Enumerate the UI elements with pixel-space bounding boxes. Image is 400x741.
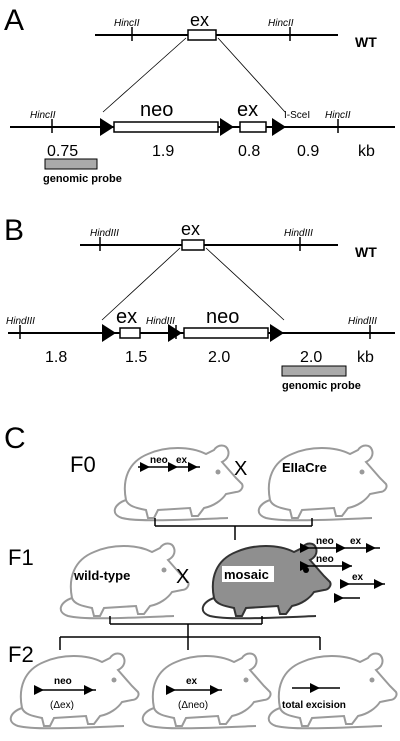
site-label-a2: HincII: [268, 18, 294, 29]
allele-1-ex: ex: [350, 536, 362, 547]
f0-cre: EIIaCre: [282, 460, 327, 475]
unit-b: kb: [357, 349, 374, 366]
neo-box-a: [113, 121, 219, 133]
probe-bar-a: [44, 158, 98, 170]
site-label-a1: HincII: [114, 18, 140, 29]
exon-box-wt-a: [187, 29, 217, 41]
neo-box-b: [183, 327, 269, 339]
mouse-f2-3: [267, 652, 398, 730]
allele-2-neo: neo: [316, 554, 334, 565]
unit-a: kb: [358, 143, 375, 160]
site-label-b3: HindIII: [6, 316, 35, 327]
size-a4: 0.9: [297, 143, 319, 160]
loxp-arrow-b1: [102, 324, 116, 342]
f2-2-sub: (Δneo): [178, 700, 208, 711]
f2-1-label: neo: [54, 676, 72, 687]
panel-b-label: B: [4, 214, 24, 247]
cross-2: X: [176, 566, 189, 588]
probe-bar-b: [281, 365, 347, 377]
size-b4: 2.0: [300, 349, 322, 366]
exon-label-target-a: ex: [237, 99, 258, 121]
size-b3: 2.0: [208, 349, 230, 366]
f1-wildtype: wild-type: [73, 568, 130, 583]
neo-label-b: neo: [206, 306, 239, 328]
neo-label-a: neo: [140, 99, 173, 121]
allele-1-neo: neo: [316, 536, 334, 547]
site-label-b2: HindIII: [284, 228, 313, 239]
size-a1: 0.75: [47, 143, 78, 160]
f0-neo: neo: [150, 455, 168, 466]
f0-ex: ex: [176, 455, 188, 466]
gen-f2: F2: [8, 642, 34, 667]
size-b1: 1.8: [45, 349, 67, 366]
exon-box-target-b: [119, 327, 141, 339]
allele-3-ex: ex: [352, 572, 364, 583]
size-b2: 1.5: [125, 349, 147, 366]
loxp-arrow-a2: [220, 118, 234, 136]
panel-a-label: A: [4, 4, 24, 37]
mosaic-label-bg: [222, 566, 274, 582]
loxp-arrow-b2: [168, 324, 182, 342]
mouse-f0-right: [257, 444, 388, 522]
f2-1-sub: (Δex): [50, 700, 74, 711]
cross-1: X: [234, 458, 247, 480]
site-label-a3: HincII: [30, 110, 56, 121]
gen-f0: F0: [70, 452, 96, 477]
site-label-b5: HindIII: [348, 316, 377, 327]
loxp-arrow-a1: [100, 118, 114, 136]
probe-label-b: genomic probe: [282, 380, 361, 392]
loxp-arrow-b3: [270, 324, 284, 342]
size-a2: 1.9: [152, 143, 174, 160]
size-a3: 0.8: [238, 143, 260, 160]
gen-f1: F1: [8, 545, 34, 570]
exon-label-wt-b: ex: [181, 219, 200, 239]
probe-label-a: genomic probe: [43, 173, 122, 185]
exon-label-target-b: ex: [116, 306, 137, 328]
exon-box-target-a: [239, 121, 267, 133]
mouse-f2-2: [141, 652, 272, 730]
allele-list: [300, 543, 385, 603]
loxp-arrow-a3: [272, 118, 286, 136]
exon-box-wt-b: [181, 239, 205, 251]
site-label-b4: HindIII: [146, 316, 175, 327]
site-label-b1: HindIII: [90, 228, 119, 239]
f2-3-label: total excision: [282, 700, 346, 711]
exon-label-wt-a: ex: [190, 10, 209, 30]
isce-label-a: I-SceI: [284, 110, 310, 121]
f1-mosaic: mosaic: [224, 567, 269, 582]
wt-label-a: WT: [355, 34, 377, 50]
panel-c-label: C: [4, 422, 26, 455]
wt-label-b: WT: [355, 244, 377, 260]
f2-2-label: ex: [186, 676, 198, 687]
site-label-a4: HincII: [325, 110, 351, 121]
